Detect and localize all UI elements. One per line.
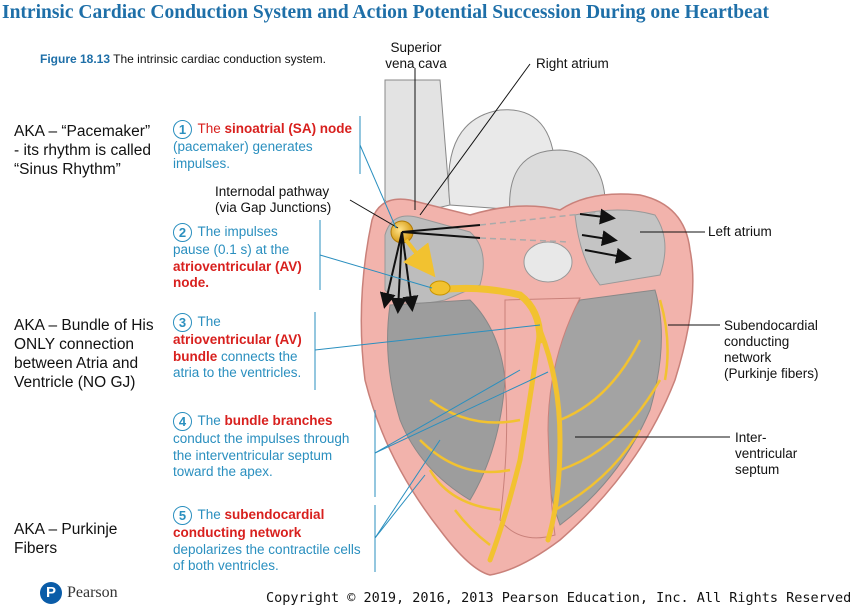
interventricular-septum-label: Inter- ventricular septum (735, 430, 797, 478)
aka-bundle-note: AKA – Bundle of His ONLY connection betw… (14, 316, 154, 392)
left-atrium-chamber (574, 209, 666, 286)
figure-caption-text: The intrinsic cardiac conduction system. (113, 52, 326, 66)
step-post: generates impulses. (173, 139, 313, 171)
aka-line: Ventricle (NO GJ) (14, 374, 136, 391)
copyright-notice: Copyright © 2019, 2016, 2013 Pearson Edu… (266, 590, 851, 606)
right-bundle-branch (487, 327, 543, 563)
step-pre: The (197, 121, 221, 136)
valve (523, 241, 573, 283)
superior-vena-cava (384, 79, 451, 213)
aka-line: AKA – Bundle of His (14, 317, 154, 334)
step-3: 3 The atrioventricular (AV) bundle conne… (173, 313, 303, 382)
superior-vena-cava-label: Superior vena cava (376, 40, 456, 72)
label-line: network (724, 350, 772, 365)
step-pre: The (197, 314, 221, 329)
page-title: Intrinsic Cardiac Conduction System and … (2, 2, 770, 23)
pearson-logo-text: Pearson (67, 584, 118, 601)
step-1: 1 The sinoatrial (SA) node (pacemaker) g… (173, 120, 353, 172)
step-post: connects the atria to the ventricles. (173, 348, 302, 381)
label-line: Subendocardial (724, 318, 818, 333)
step-post: depolarizes the contractile cells of bot… (173, 541, 361, 574)
left-bundle-branch (537, 327, 563, 543)
label-line: (Purkinje fibers) (724, 366, 819, 381)
aka-line: “Sinus Rhythm” (14, 161, 121, 178)
internodal-pathway-label: Internodal pathway (via Gap Junctions) (215, 184, 331, 216)
label-line: Inter- (735, 430, 767, 445)
step-term: atrioventricular (AV) node. (173, 258, 302, 291)
pearson-logo-mark: P (40, 582, 62, 604)
aka-line: Fibers (14, 540, 58, 557)
aka-line: - its rhythm is called (14, 142, 151, 159)
label-line: ventricular (735, 446, 798, 461)
aka-line: between Atria and (14, 355, 139, 372)
step-5: 5 The subendocardial conducting network … (173, 506, 363, 575)
step-term: sinoatrial (SA) node (224, 121, 353, 136)
aka-line: ONLY connection (14, 336, 135, 353)
step-4: 4 The bundle branches conduct the impuls… (173, 412, 363, 481)
right-atrium-label: Right atrium (536, 56, 609, 71)
step-term: bundle branches (224, 413, 333, 428)
label-line: Superior (390, 40, 442, 55)
figure-caption: Figure 18.13 The intrinsic cardiac condu… (40, 52, 340, 66)
label-line: Internodal pathway (215, 184, 330, 199)
step-pre: The impulses pause (0.1 s) at the (173, 224, 290, 257)
aka-line: AKA – “Pacemaker” (14, 123, 151, 140)
av-bundle (434, 284, 544, 344)
label-line: (via Gap Junctions) (215, 200, 332, 215)
subendocardial-network-label: Subendocardial conducting network (Purki… (724, 318, 819, 382)
aka-line: AKA – Purkinje (14, 521, 118, 538)
step-paren: (pacemaker) (173, 139, 249, 154)
figure-label: Figure 18.13 (40, 52, 111, 66)
right-ventricle-chamber (387, 299, 506, 501)
aka-purkinje-note: AKA – Purkinje Fibers (14, 520, 117, 558)
purkinje-fibers-right (419, 398, 521, 546)
aka-pacemaker-note: AKA – “Pacemaker” - its rhythm is called… (14, 122, 151, 179)
av-node (429, 280, 451, 296)
label-line: conducting (724, 334, 790, 349)
label-line: septum (735, 462, 780, 477)
pearson-logo: P Pearson (40, 582, 118, 604)
step-pre: The (197, 507, 221, 522)
label-line: vena cava (385, 56, 447, 71)
step-term: atrioventricular (AV) bundle (173, 332, 302, 364)
left-atrium-label: Left atrium (708, 224, 772, 239)
step-2: 2 The impulses pause (0.1 s) at the atri… (173, 223, 313, 292)
step-term: subendocardial conducting network (173, 507, 325, 540)
step-pre: The (197, 413, 221, 428)
step-post: conduct the impulses through the interve… (173, 431, 350, 479)
